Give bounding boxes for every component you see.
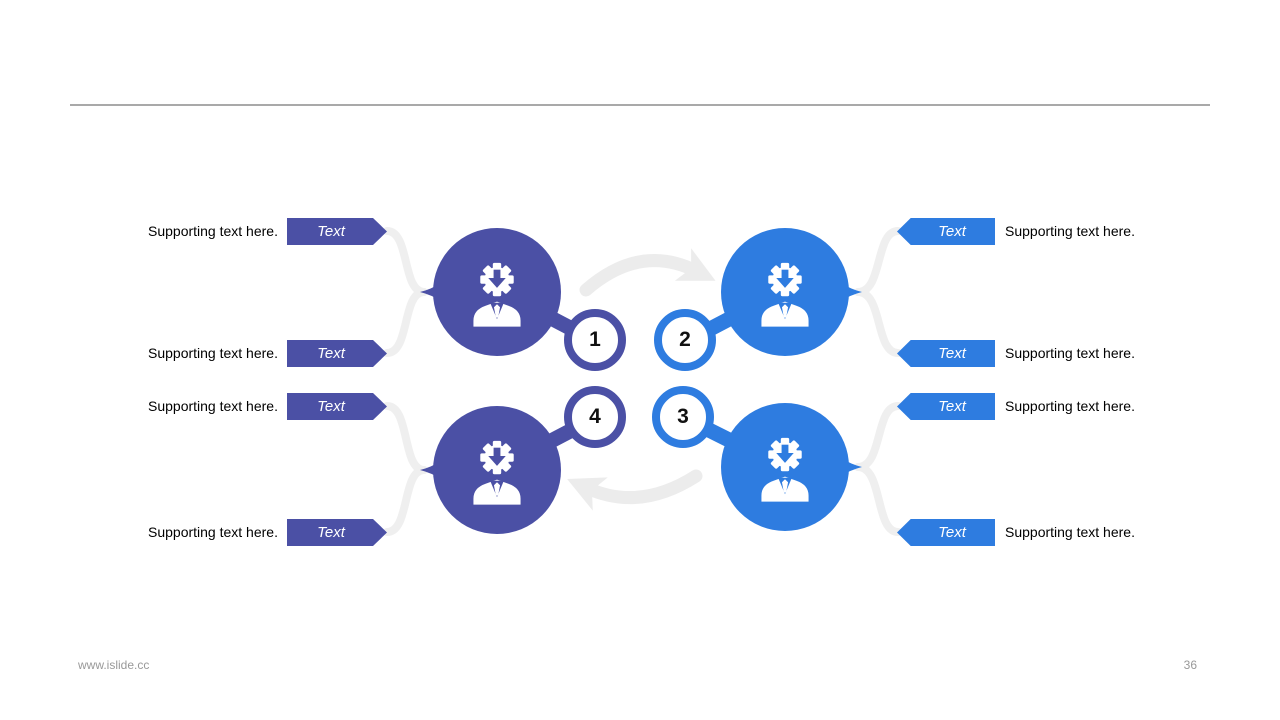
support-text: Supporting text here.	[148, 398, 278, 414]
step-ring-3	[652, 386, 714, 448]
connector-curve	[383, 402, 428, 474]
banner-label: Text	[938, 524, 966, 541]
cycle-arrow-left-icon	[567, 469, 703, 511]
banner-label: Text	[938, 398, 966, 415]
support-text: Supporting text here.	[148, 524, 278, 540]
step-ring-2	[654, 309, 716, 371]
step-number-4: 4	[589, 405, 601, 428]
step-number-2: 2	[679, 328, 691, 351]
connector-curve	[383, 466, 428, 536]
banner-label: Text	[317, 345, 345, 362]
bubble-bottom-left	[420, 406, 561, 534]
support-text: Supporting text here.	[1005, 345, 1135, 361]
banner-label: Text	[317, 398, 345, 415]
step-ring-4	[564, 386, 626, 448]
footer-url: www.islide.cc	[78, 658, 150, 672]
text-banner: Text	[897, 340, 995, 367]
connector-curve	[854, 227, 902, 296]
step-ring-1	[564, 309, 626, 371]
support-text: Supporting text here.	[1005, 223, 1135, 239]
support-text: Supporting text here.	[1005, 398, 1135, 414]
support-text: Supporting text here.	[148, 223, 278, 239]
banner-label: Text	[938, 345, 966, 362]
step-number-3: 3	[677, 405, 689, 428]
text-banner: Text	[287, 218, 387, 245]
banner-label: Text	[317, 223, 345, 240]
text-banner: Text	[287, 519, 387, 546]
connector-curve	[854, 463, 902, 536]
step-number-1: 1	[589, 328, 601, 351]
page-number: 36	[1183, 658, 1197, 672]
support-text: Supporting text here.	[148, 345, 278, 361]
cycle-arrow-right-icon	[579, 248, 716, 297]
connector-curve	[854, 402, 902, 471]
connector-curve	[383, 288, 428, 357]
connector-curve	[383, 227, 428, 296]
bubble-top-left	[420, 228, 561, 356]
text-banner: Text	[287, 340, 387, 367]
header-divider	[70, 104, 1210, 106]
bubble-top-right	[721, 228, 862, 356]
bubble-bottom-right	[721, 403, 862, 531]
banner-label: Text	[317, 524, 345, 541]
text-banner: Text	[897, 218, 995, 245]
text-banner: Text	[897, 519, 995, 546]
support-text: Supporting text here.	[1005, 524, 1135, 540]
connector-curves	[383, 227, 902, 536]
text-banner: Text	[287, 393, 387, 420]
text-banner: Text	[897, 393, 995, 420]
connector-curve	[854, 288, 902, 357]
banner-label: Text	[938, 223, 966, 240]
